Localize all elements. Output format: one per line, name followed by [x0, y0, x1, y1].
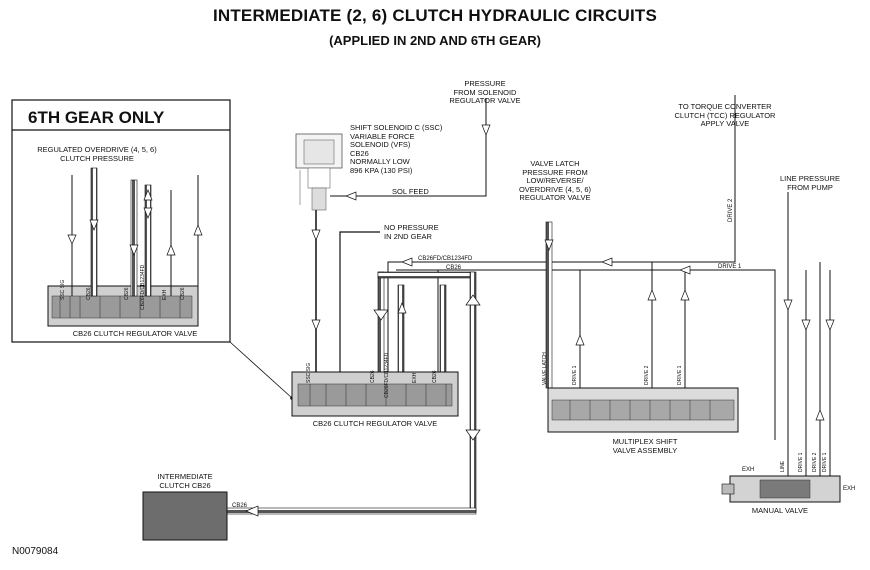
inset-regulated-label: REGULATED OVERDRIVE (4, 5, 6) CLUTCH PRE… — [37, 145, 157, 163]
sol-feed-label: SOL FEED — [392, 187, 429, 196]
cb26fd-label: CB26FD/CB1234FD — [418, 256, 473, 262]
inset-port-label: CB26 — [180, 287, 186, 300]
manual-port-label: DRIVE 1 — [798, 452, 804, 472]
multiplex-port-label: VALVE LATCH — [542, 352, 548, 385]
pressure-solenoid-label: PRESSURE FROM SOLENOID REGULATOR VALVE — [449, 79, 521, 105]
manual-port-label: LINE — [780, 460, 786, 472]
valve-port-label: SSC SIG — [306, 362, 312, 383]
cb26-valve-label: CB26 CLUTCH REGULATOR VALVE — [312, 419, 438, 428]
manual-valve-body — [721, 475, 841, 503]
no-pressure-label: NO PRESSURE IN 2ND GEAR — [384, 223, 439, 241]
manual-valve-label: MANUAL VALVE — [751, 506, 809, 515]
exh-label: EXH — [843, 486, 856, 492]
inset-port-label: CB26 — [86, 287, 92, 300]
cb26-valve-body — [291, 371, 459, 417]
intermediate-clutch-block — [142, 491, 228, 541]
inset-port-label: SSC SIG — [60, 279, 66, 300]
valve-port-label: CB26 — [432, 370, 438, 383]
inset-port-label: EXH — [162, 289, 168, 300]
inset-panel — [11, 99, 294, 400]
diagram-title: INTERMEDIATE (2, 6) CLUTCH HYDRAULIC CIR… — [212, 6, 658, 25]
shift-solenoid-c — [295, 133, 343, 211]
multiplex-port-label: DRIVE 1 — [572, 365, 578, 385]
cb26-bottom-label: CB26 — [232, 503, 248, 509]
cb26-top-label: CB26 — [446, 265, 462, 271]
valve-port-label: CB26 — [370, 370, 376, 383]
line-pressure-label: LINE PRESSURE FROM PUMP — [779, 174, 841, 192]
tcc-label: TO TORQUE CONVERTER CLUTCH (TCC) REGULAT… — [674, 102, 776, 128]
intermediate-clutch-label: INTERMEDIATE CLUTCH CB26 — [157, 472, 213, 490]
inset-port-label: CB26FD/CB1234FD — [140, 264, 146, 310]
shift-solenoid-label: SHIFT SOLENOID C (SSC) VARIABLE FORCE SO… — [350, 123, 443, 175]
valve-port-label: CB26FD/CB1234FD — [384, 352, 390, 398]
drive2-label: DRIVE 2 — [728, 198, 734, 222]
manual-port-label: DRIVE 2 — [812, 452, 818, 472]
figure-code: N0079084 — [12, 546, 59, 557]
inset-heading: 6TH GEAR ONLY — [28, 108, 165, 127]
multiplex-port-label: DRIVE 1 — [677, 365, 683, 385]
exh-label: EXH — [742, 467, 755, 473]
drive1-label: DRIVE 1 — [718, 264, 742, 270]
inset-port-label: CB26 — [124, 287, 130, 300]
drive-lines — [387, 95, 776, 440]
valve-latch-label: VALVE LATCH PRESSURE FROM LOW/REVERSE/ O… — [518, 159, 592, 202]
manual-port-label: DRIVE 1 — [822, 452, 828, 472]
valve-port-label: EXH — [412, 372, 418, 383]
inset-valve-label: CB26 CLUTCH REGULATOR VALVE — [72, 329, 198, 338]
multiplex-port-label: DRIVE 2 — [644, 365, 650, 385]
multiplex-valve-body — [547, 387, 739, 433]
diagram-subtitle: (APPLIED IN 2ND AND 6TH GEAR) — [329, 33, 541, 48]
multiplex-label: MULTIPLEX SHIFT VALVE ASSEMBLY — [612, 437, 678, 455]
